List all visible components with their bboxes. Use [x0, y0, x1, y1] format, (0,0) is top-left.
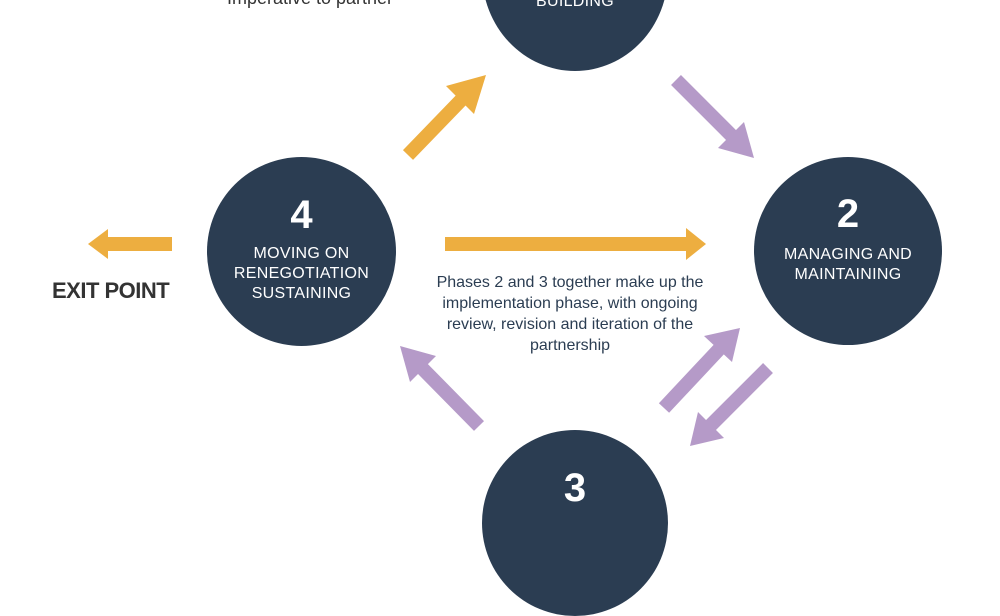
phase-4-number: 4 [290, 193, 313, 237]
phase-2-circle: 2 MANAGING AND MAINTAINING [754, 157, 942, 345]
phase-4-label-line: RENEGOTIATION [233, 265, 370, 282]
phase-1-label: BUILDING [536, 0, 614, 10]
arrow-exit [88, 229, 172, 259]
exit-point-label: EXIT POINT [52, 278, 170, 303]
phase-4-circle: 4 MOVING ON RENEGOTIATION SUSTAINING [207, 157, 396, 346]
phase-3-number: 3 [563, 466, 587, 510]
phase-cycle-diagram [88, 75, 773, 446]
arrow-phase4-to-phase2 [445, 228, 706, 260]
phase-4-label: MOVING ON RENEGOTIATION SUSTAINING [207, 244, 396, 304]
phase-3-circle: 3 [482, 430, 668, 616]
arrow-phase1-to-phase2 [671, 75, 754, 158]
phase-2-label-line: MAINTAINING [794, 266, 902, 283]
arrow-phase2-to-phase3 [690, 363, 773, 446]
implementation-phase-note: Phases 2 and 3 together make up the impl… [436, 274, 704, 354]
arrow-phase3-to-phase4 [400, 346, 484, 431]
partner-imperative-text: Imperative to partner [160, 0, 460, 10]
phase-4-label-line: MOVING ON [253, 245, 350, 262]
arrow-phase3-to-phase2 [658, 328, 740, 413]
phase-4-label-line: SUSTAINING [251, 285, 352, 302]
phase-2-label-line: MANAGING AND [783, 246, 913, 263]
phase-2-label: MANAGING AND MAINTAINING [754, 245, 942, 285]
phase-2-number: 2 [836, 192, 860, 236]
arrow-phase4-to-phase1 [402, 75, 486, 160]
